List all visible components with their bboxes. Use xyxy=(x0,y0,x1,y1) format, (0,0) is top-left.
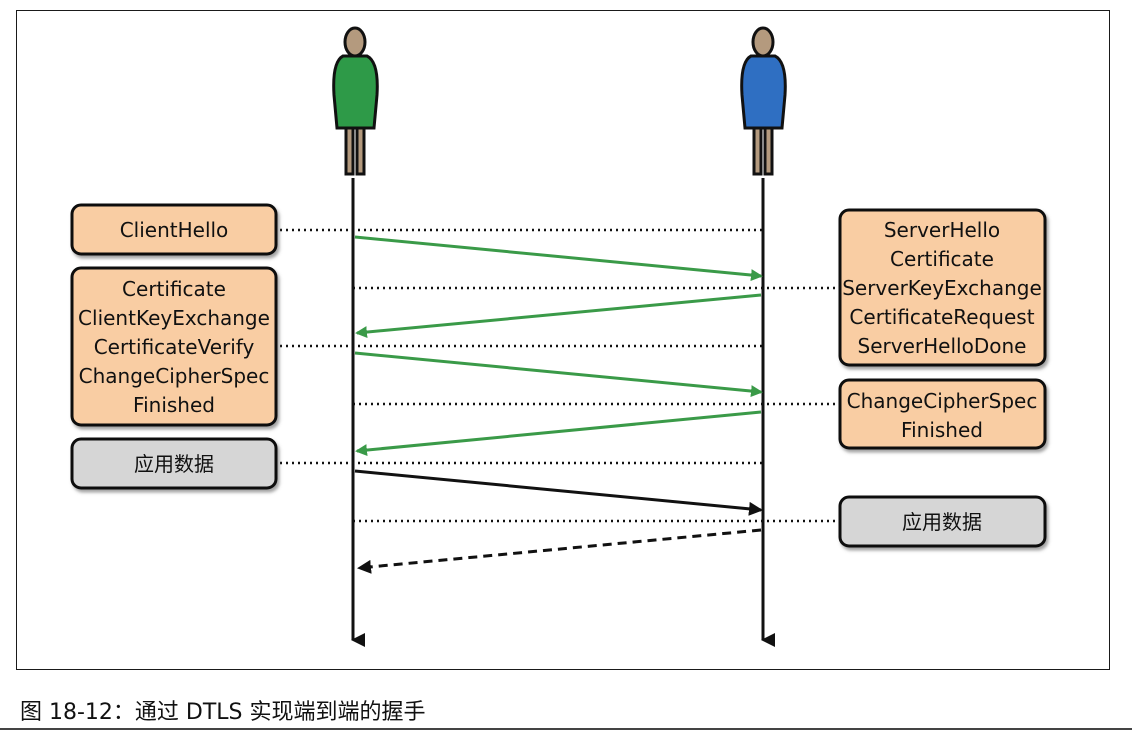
client-msg-line: Finished xyxy=(133,393,215,417)
client-msg-line: ClientHello xyxy=(120,218,229,242)
server-msg-line: Certificate xyxy=(890,247,994,271)
server-message-box-hello: ServerHello Certificate ServerKeyExchang… xyxy=(838,208,1047,367)
server-msg-line: ServerHello xyxy=(884,218,1000,242)
server-message-box-app-data: 应用数据 xyxy=(838,495,1047,548)
client-msg-line: CertificateVerify xyxy=(94,335,255,359)
arrow-data-server-to-client xyxy=(357,528,762,574)
server-msg-line: Finished xyxy=(901,418,983,442)
client-msg-line: ChangeCipherSpec xyxy=(79,364,270,388)
arrow-server-to-client-1 xyxy=(355,293,762,339)
server-msg-line: ChangeCipherSpec xyxy=(847,389,1038,413)
client-msg-line: 应用数据 xyxy=(134,452,214,476)
client-message-box-clienthello: ClientHello xyxy=(70,203,278,256)
guide-lines xyxy=(280,228,838,523)
handshake-diagram: ClientHello Certificate ClientKeyExchang… xyxy=(70,26,1047,647)
server-msg-line: CertificateRequest xyxy=(849,305,1034,329)
client-message-box-key-exchange: Certificate ClientKeyExchange Certificat… xyxy=(70,266,278,427)
client-msg-line: ClientKeyExchange xyxy=(78,306,270,330)
arrow-server-to-client-2 xyxy=(355,410,762,457)
server-msg-line: 应用数据 xyxy=(902,510,982,534)
server-msg-line: ServerKeyExchange xyxy=(842,276,1042,300)
client-msg-line: Certificate xyxy=(122,277,226,301)
arrow-data-client-to-server xyxy=(354,469,763,516)
figure-caption: 图 18-12：通过 DTLS 实现端到端的握手 xyxy=(20,700,426,725)
bottom-rule xyxy=(0,728,1132,730)
server-person-icon xyxy=(740,26,787,176)
client-message-box-app-data: 应用数据 xyxy=(70,437,278,490)
arrow-client-to-server-2 xyxy=(354,351,763,398)
client-person-icon xyxy=(332,26,379,176)
arrow-client-to-server-1 xyxy=(354,235,763,282)
server-msg-line: ServerHelloDone xyxy=(858,334,1027,358)
server-message-box-finished: ChangeCipherSpec Finished xyxy=(838,378,1047,450)
